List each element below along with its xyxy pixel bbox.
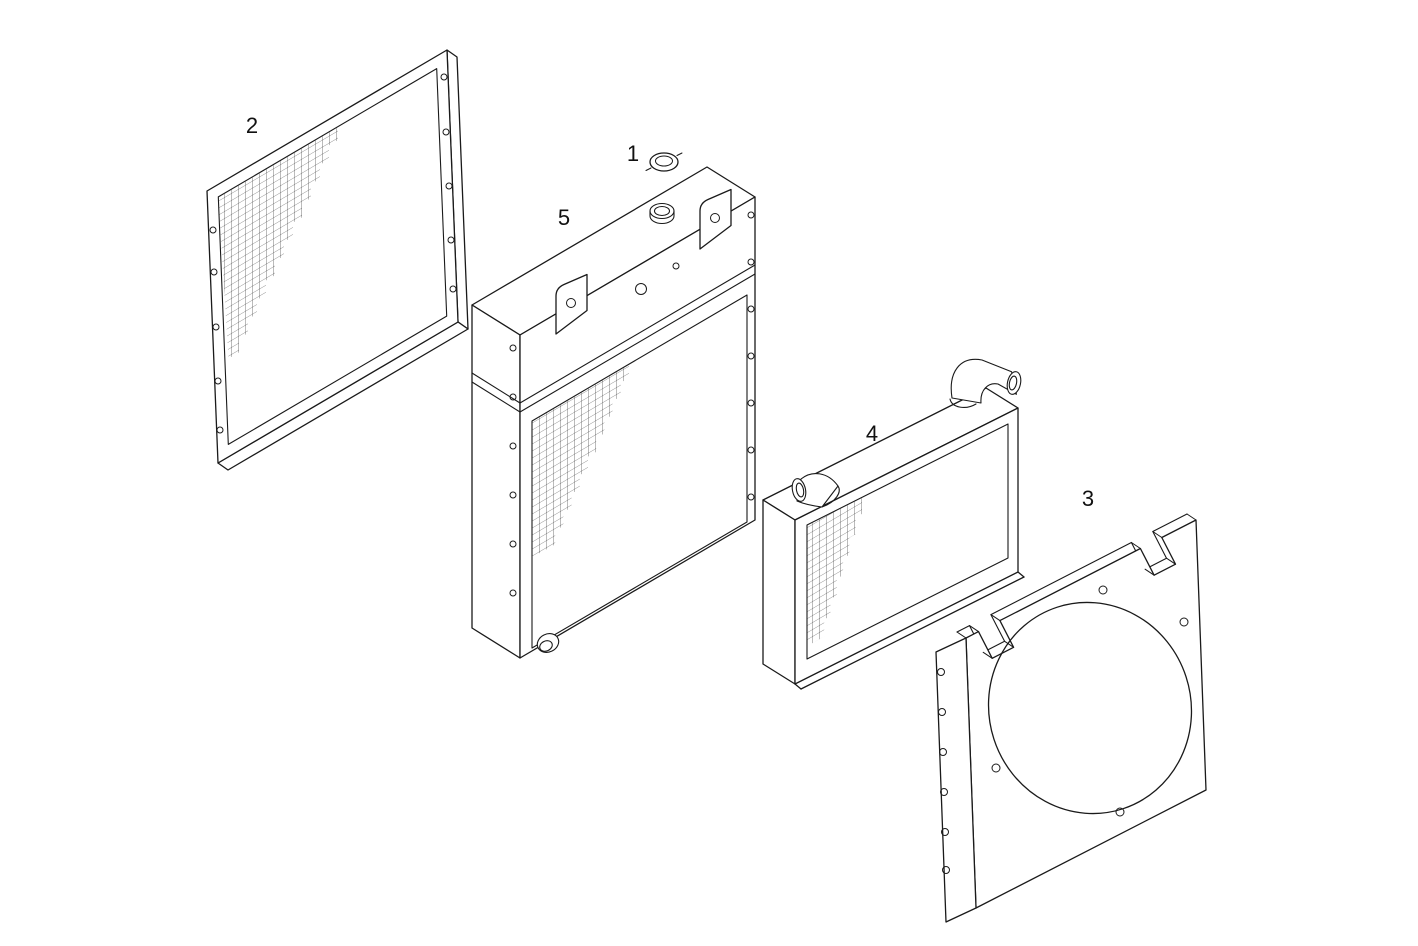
radiator-top-brackets	[555, 188, 732, 335]
radiator-filler-neck	[649, 202, 675, 225]
shroud-side-flange	[935, 637, 977, 923]
part-2-protective-grille	[206, 49, 469, 471]
cooler-elbow-right	[949, 358, 1022, 408]
cap-wings	[645, 152, 683, 171]
callout-part-1[interactable]: 1	[627, 141, 639, 166]
callout-part-3[interactable]: 3	[1082, 486, 1094, 511]
drawing-root: 1 2 3 4 5	[206, 49, 1207, 923]
callout-part-5[interactable]: 5	[558, 205, 570, 230]
shroud-thickness-connectors	[956, 513, 1197, 659]
part-4-oil-cooler	[762, 358, 1025, 690]
grille-mesh-area	[218, 126, 338, 359]
cooler-elbow-left	[791, 473, 840, 508]
radiator-tank-band	[471, 264, 756, 413]
part-3-fan-shroud	[935, 513, 1207, 923]
radiator-mounting-holes	[509, 211, 755, 597]
radiator-fin-area	[532, 364, 629, 557]
part-5-radiator	[471, 166, 756, 659]
shroud-holes	[991, 585, 1189, 817]
cooler-fin-area	[807, 497, 862, 646]
bracket-left	[555, 273, 588, 335]
grille-front-face	[206, 49, 459, 464]
cap-body	[649, 152, 679, 172]
callouts: 1 2 3 4 5	[246, 113, 1094, 511]
callout-part-2[interactable]: 2	[246, 113, 258, 138]
radiator-tank-fittings	[635, 262, 680, 295]
radiator-core-frame	[531, 294, 748, 649]
cap-top	[655, 155, 673, 167]
part-1-filler-cap	[645, 152, 683, 172]
cooler-bottom-thickness	[800, 576, 1025, 690]
cooler-left-face	[762, 499, 796, 685]
grille-mounting-holes	[209, 73, 457, 434]
bracket-right-hole	[710, 213, 720, 223]
grille-inner-frame	[217, 68, 448, 445]
shroud-flange-holes	[937, 668, 950, 874]
bracket-right	[699, 188, 732, 250]
cooler-front-face	[794, 407, 1019, 685]
callout-part-4[interactable]: 4	[866, 421, 878, 446]
bracket-left-hole	[566, 298, 576, 308]
radiator-left-face	[471, 304, 521, 659]
radiator-outlet-pipe	[536, 633, 560, 653]
